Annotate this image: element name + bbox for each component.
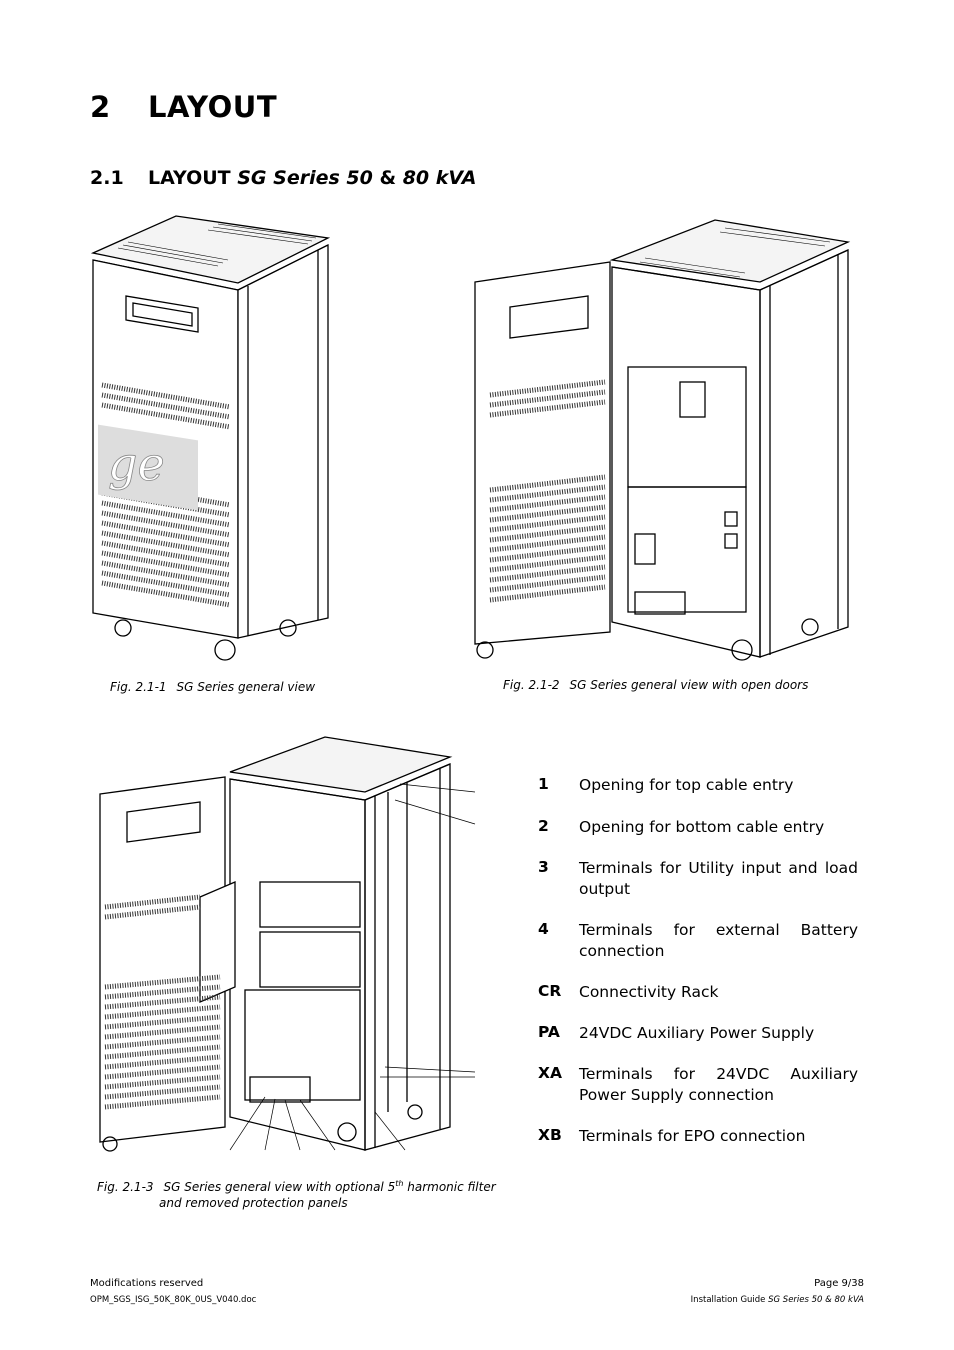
legend-key: XA xyxy=(538,1064,562,1082)
section-heading: 2 LAYOUT xyxy=(90,90,277,124)
figure-cabinet-closed: ge xyxy=(90,215,331,661)
subsection-heading: 2.1 LAYOUT SG Series 50 & 80 kVA xyxy=(90,167,477,189)
subsection-number: 2.1 xyxy=(90,167,124,189)
footer-doc-title: Installation Guide SG Series 50 & 80 kVA xyxy=(691,1292,864,1309)
legend-text: Opening for top cable entry xyxy=(579,776,794,794)
footer-filename: OPM_SGS_ISG_50K_80K_0US_V040.doc xyxy=(90,1295,257,1305)
footer-doc-title-b: SG Series 50 & 80 kVA xyxy=(768,1295,864,1305)
footer-page: Page 9/38 xyxy=(814,1278,864,1289)
figure-2-caption: Fig. 2.1-2 SG Series general view with op… xyxy=(503,678,808,692)
figure-3-sup: th xyxy=(395,1179,404,1188)
legend-key: XB xyxy=(538,1126,562,1144)
legend-item: 4 Terminals for external Battery connecti… xyxy=(538,920,858,962)
legend-item: 1 Opening for top cable entry xyxy=(538,775,858,796)
figure-1-text: SG Series general view xyxy=(176,680,316,694)
section-number: 2 xyxy=(90,90,111,124)
figure-1-caption: Fig. 2.1-1 SG Series general view xyxy=(110,680,315,694)
figure-3-number: Fig. 2.1-3 xyxy=(97,1180,154,1194)
footer-doc-title-a: Installation Guide xyxy=(690,1295,769,1305)
subsection-italic2: 80 kVA xyxy=(402,167,477,189)
legend-text: Connectivity Rack xyxy=(579,983,719,1001)
legend-key: 2 xyxy=(538,817,549,835)
footer-right: Page 9/38 Installation Guide SG Series 5… xyxy=(691,1275,864,1309)
figure-3-text-b: harmonic filter xyxy=(403,1180,496,1194)
legend-text: Terminals for external Battery connectio… xyxy=(579,921,858,960)
footer-notice: Modifications reserved xyxy=(90,1278,204,1289)
subsection-italic: SG Series 50 xyxy=(237,167,373,189)
legend-item: 3 Terminals for Utility input and load ou… xyxy=(538,858,858,900)
section-title: LAYOUT xyxy=(148,90,278,124)
figure-2-text: SG Series general view with open doors xyxy=(569,678,809,692)
legend-key: 4 xyxy=(538,920,549,938)
legend-key: CR xyxy=(538,982,562,1000)
legend-item: XB Terminals for EPO connection xyxy=(538,1126,858,1147)
figure-1-number: Fig. 2.1-1 xyxy=(110,680,167,694)
legend-text: 24VDC Auxiliary Power Supply xyxy=(579,1024,815,1042)
legend-text: Terminals for 24VDC Auxiliary Power Supp… xyxy=(579,1065,858,1104)
legend-item: 2 Opening for bottom cable entry xyxy=(538,817,858,838)
legend-key: 3 xyxy=(538,858,549,876)
legend-text: Opening for bottom cable entry xyxy=(579,818,825,836)
legend-item: PA 24VDC Auxiliary Power Supply xyxy=(538,1023,858,1044)
figure-cabinet-open xyxy=(474,219,851,661)
figure-3-text-a: SG Series general view with optional 5 xyxy=(163,1180,396,1194)
svg-text:ge: ge xyxy=(108,437,165,491)
footer-left: Modifications reserved OPM_SGS_ISG_50K_8… xyxy=(90,1275,256,1309)
subsection-prefix: LAYOUT xyxy=(148,167,231,189)
figure-cabinet-harmonic-filter xyxy=(99,736,476,1152)
legend-text: Terminals for Utility input and load out… xyxy=(579,859,858,898)
legend-text: Terminals for EPO connection xyxy=(579,1127,806,1145)
legend-key: 1 xyxy=(538,775,549,793)
legend-key: PA xyxy=(538,1023,560,1041)
legend-item: CR Connectivity Rack xyxy=(538,982,858,1003)
legend-item: XA Terminals for 24VDC Auxiliary Power Su… xyxy=(538,1064,858,1106)
subsection-joiner: & xyxy=(379,167,397,189)
figure-3-text-line2: and removed protection panels xyxy=(159,1196,348,1210)
figure-2-number: Fig. 2.1-2 xyxy=(503,678,560,692)
figure-3-caption: Fig. 2.1-3 SG Series general view with op… xyxy=(97,1176,496,1211)
